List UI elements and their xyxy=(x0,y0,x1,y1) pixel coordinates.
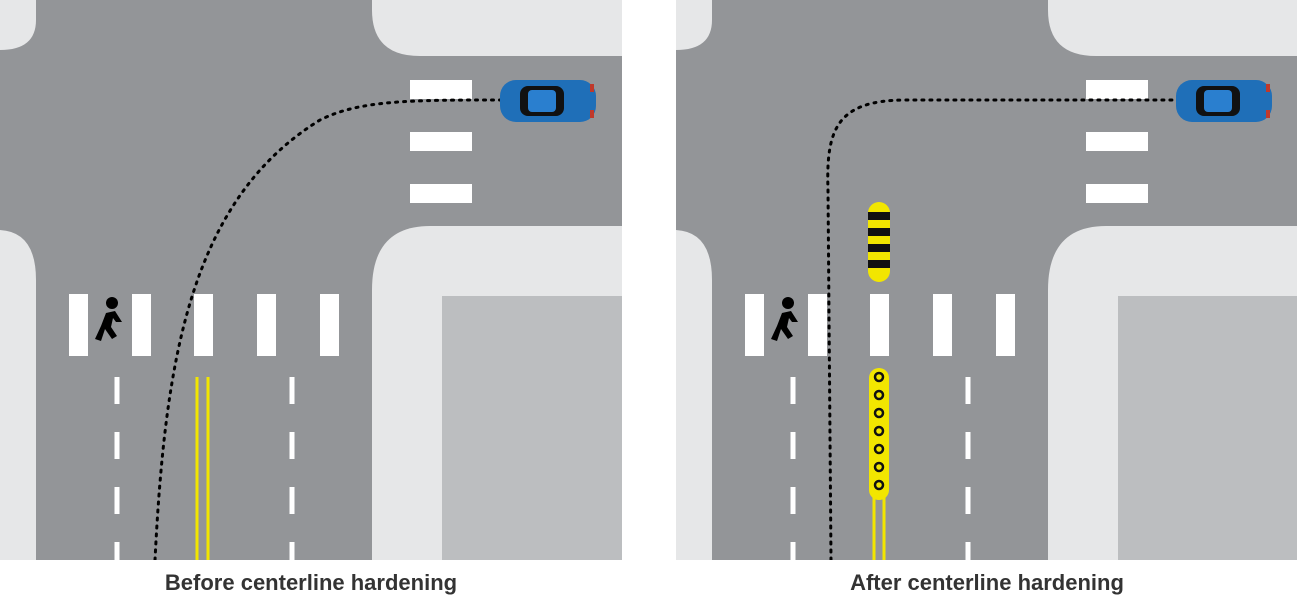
turning-path xyxy=(153,98,507,560)
sidewalk-top-right xyxy=(1048,0,1297,56)
crosswalk-south xyxy=(745,294,1015,356)
crosswalk-south xyxy=(69,294,339,356)
crosswalk-east xyxy=(410,80,472,203)
parking-lot xyxy=(1118,296,1297,560)
car-icon xyxy=(1176,80,1272,122)
pedestrian-icon xyxy=(95,297,122,341)
caption-before: Before centerline hardening xyxy=(164,570,458,595)
crosswalk-east xyxy=(1086,80,1148,203)
turning-path xyxy=(826,98,1183,560)
flexible-delineator-posts-icon xyxy=(869,368,889,500)
striped-median-nose-icon xyxy=(868,202,890,282)
before-intersection-diagram xyxy=(0,0,622,560)
pedestrian-icon xyxy=(771,297,798,341)
sidewalk-top-left xyxy=(0,0,36,50)
car-icon xyxy=(500,80,596,122)
sidewalk-top-left xyxy=(676,0,712,50)
parking-lot xyxy=(442,296,622,560)
after-intersection-diagram xyxy=(676,0,1297,560)
sidewalk-bottom-left xyxy=(0,230,36,560)
double-yellow-centerline xyxy=(195,377,210,560)
caption-after: After centerline hardening xyxy=(850,570,1124,595)
sidewalk-top-right xyxy=(372,0,622,56)
double-yellow-centerline xyxy=(872,490,886,560)
sidewalk-bottom-left xyxy=(676,230,712,560)
